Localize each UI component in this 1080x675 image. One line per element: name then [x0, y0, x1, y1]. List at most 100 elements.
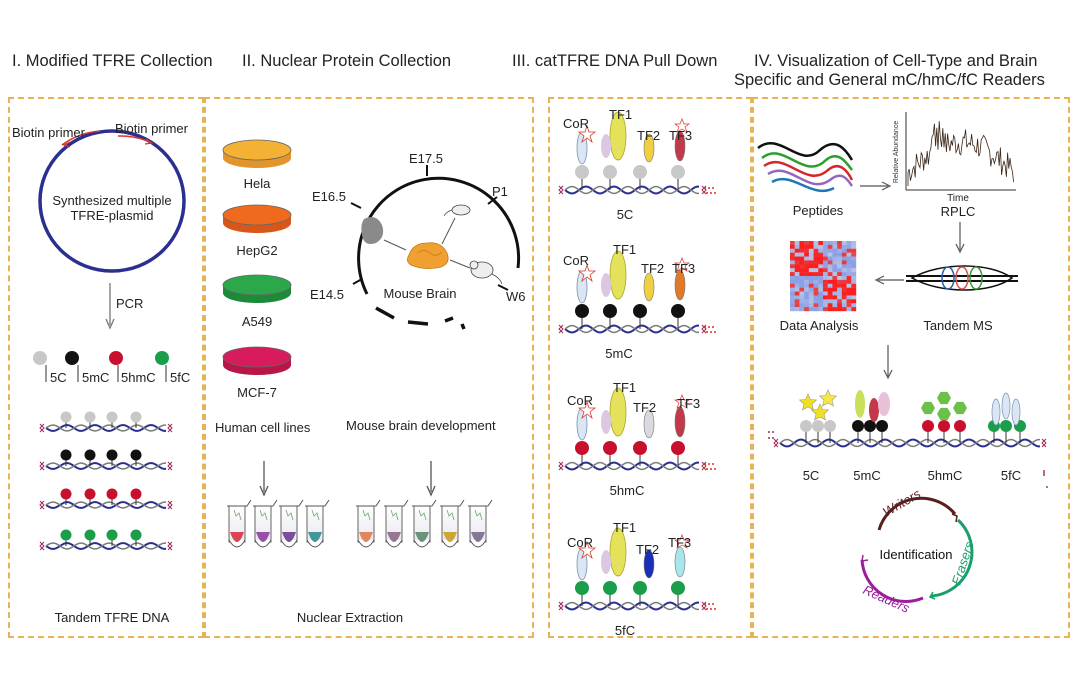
heatmap-cell — [813, 303, 819, 308]
heatmap-cell — [818, 291, 824, 296]
tube-cap — [305, 499, 330, 507]
tf1-label-row3: TF1 — [613, 380, 637, 395]
dna-dash — [1043, 470, 1048, 488]
rplc-x-axis-label: Time — [947, 193, 969, 204]
tf3-protein — [674, 130, 686, 162]
reader-label-5hmc: 5hmC — [927, 468, 963, 483]
heatmap-cell — [790, 272, 795, 277]
heatmap-cell — [823, 299, 828, 304]
cor-label-row4: CoR — [567, 535, 594, 550]
heatmap-cell — [808, 256, 814, 261]
heatmap-cell — [837, 248, 843, 253]
heatmap-cell — [794, 307, 800, 312]
dna-end-mark — [558, 601, 564, 611]
modification-bead — [84, 449, 96, 461]
heatmap-cell — [804, 241, 810, 246]
heatmap-cell — [823, 272, 828, 277]
dish-top — [222, 274, 292, 296]
heatmap-cell — [818, 279, 824, 284]
heatmap-cell — [837, 287, 843, 292]
tf2-protein — [643, 409, 655, 439]
modification-bead — [603, 581, 617, 595]
heatmap-cell — [790, 244, 795, 249]
heatmap-cell — [832, 283, 838, 288]
heatmap-cell — [808, 291, 814, 296]
tube-pellet — [359, 532, 373, 542]
heatmap-cell — [813, 256, 819, 261]
tf3-star — [673, 257, 691, 272]
timepoint-w6: W6 — [506, 289, 526, 304]
legend-5fc: 5fC — [170, 370, 191, 385]
modification-bead — [106, 449, 118, 461]
heatmap-cell — [818, 299, 824, 304]
heatmap-cell — [846, 276, 852, 281]
tandem-dna-strands — [39, 411, 173, 551]
heatmap-cell — [790, 295, 795, 300]
heatmap-cell — [794, 241, 800, 246]
timepoint-e17-5: E17.5 — [409, 151, 443, 166]
heatmap-cell — [827, 276, 833, 281]
tube-pellet — [415, 532, 429, 542]
modification-bead — [603, 165, 617, 179]
dna-end-mark — [773, 438, 779, 448]
heatmap-cell — [827, 283, 833, 288]
heatmap-cell — [823, 295, 828, 300]
tube-sprig — [418, 509, 427, 521]
heatmap-cell — [837, 264, 843, 269]
reader-label-5c: 5C — [802, 468, 820, 483]
section-2-header: II. Nuclear Protein Collection — [242, 52, 452, 70]
heatmap-cell — [799, 248, 805, 253]
biotin-primer-right-label: Biotin primer — [115, 121, 188, 136]
heatmap-cell — [846, 248, 852, 253]
heatmap-cell — [799, 307, 805, 312]
heatmap-cell — [851, 291, 857, 296]
reader-protein — [991, 398, 1001, 426]
heatmap-cell — [804, 260, 810, 265]
modification-bead — [800, 420, 812, 432]
dna-strand — [779, 438, 1040, 448]
heatmap-cell — [799, 252, 805, 257]
tube-cap — [356, 499, 381, 507]
heatmap-cell — [804, 303, 810, 308]
writers-label: Writers — [880, 486, 924, 520]
heatmap-cell — [832, 307, 838, 312]
tube-sprig — [285, 509, 294, 521]
heatmap-cell — [837, 291, 843, 296]
dna-end-mark — [1041, 438, 1047, 448]
tube-bottom — [254, 539, 272, 548]
heatmap-cell — [799, 303, 805, 308]
heatmap-cell — [818, 248, 824, 253]
heatmap-cell — [799, 260, 805, 265]
heatmap-cell — [813, 241, 819, 246]
heatmap-cell — [794, 276, 800, 281]
modification-bead — [852, 420, 864, 432]
tube-pellet — [387, 532, 401, 542]
modification-bead — [60, 411, 72, 423]
modification-bead — [876, 420, 888, 432]
cell-culture-dishes — [222, 139, 292, 375]
data-analysis-heatmap — [790, 241, 857, 312]
modification-bead — [922, 420, 934, 432]
tube-bottom — [357, 539, 375, 548]
heatmap-cell — [851, 248, 857, 253]
dna-dash — [704, 603, 716, 610]
timepoint-p1: P1 — [492, 184, 508, 199]
heatmap-cell — [804, 276, 810, 281]
modification-bead — [130, 411, 142, 423]
heatmap-cell — [832, 291, 838, 296]
heatmap-cell — [794, 256, 800, 261]
heatmap-cell — [818, 276, 824, 281]
modification-bead — [84, 529, 96, 541]
heatmap-cell — [794, 279, 800, 284]
dish-top — [222, 204, 292, 226]
heatmap-cell — [818, 307, 824, 312]
writer-eraser-reader-cycle: Identification Writers Erasers Readers — [860, 486, 977, 616]
heatmap-cell — [841, 299, 847, 304]
dna-dash — [704, 187, 716, 194]
heatmap-cell — [832, 272, 838, 277]
row-label-5hmc: 5hmC — [609, 483, 645, 498]
heatmap-cell — [790, 241, 795, 246]
modification-bead — [671, 304, 685, 318]
heatmap-cell — [799, 287, 805, 292]
heatmap-cell — [846, 303, 852, 308]
